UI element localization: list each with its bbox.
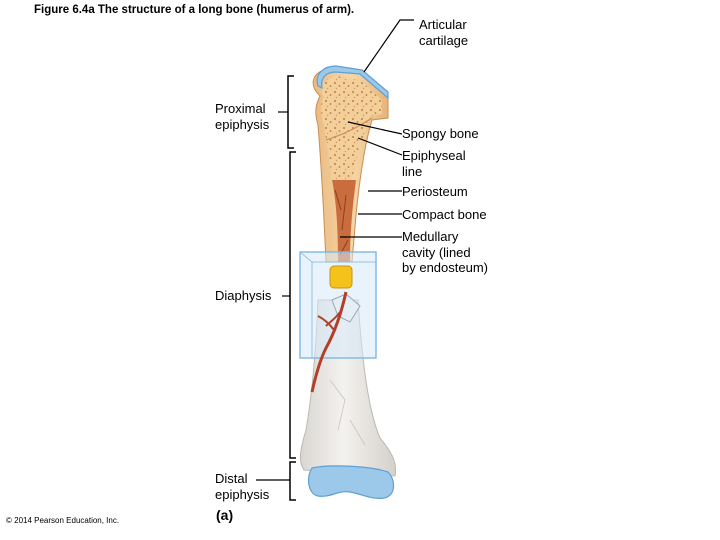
articular-cartilage-cap — [316, 65, 389, 100]
nutrient-artery — [310, 291, 348, 393]
spongy-bone-region — [321, 76, 382, 180]
copyright-notice: © 2014 Pearson Education, Inc. — [6, 516, 120, 525]
label-epiphyseal-line: Epiphyseal line — [402, 148, 466, 179]
label-compact-bone: Compact bone — [402, 207, 487, 222]
distal-epiphysis-bracket — [289, 461, 296, 501]
label-distal-epiphysis: Distal epiphysis — [215, 471, 270, 502]
distal-articular-cartilage — [308, 465, 395, 499]
label-periosteum: Periosteum — [402, 184, 468, 199]
label-medullary-cavity: Medullary cavity (lined by endosteum) — [402, 229, 488, 275]
epiphyseal-line-mark — [325, 117, 373, 141]
label-spongy-bone: Spongy bone — [402, 126, 479, 141]
diaphysis-bracket — [289, 151, 296, 459]
label-proximal-epiphysis: Proximal epiphysis — [215, 101, 270, 132]
figure-title: Figure 6.4a The structure of a long bone… — [34, 4, 355, 16]
spongy-bone-leader — [347, 121, 403, 135]
label-diaphysis: Diaphysis — [215, 288, 272, 303]
label-articular-cartilage: Articular cartilage — [419, 17, 469, 48]
panel-label: (a) — [216, 507, 234, 523]
yellow-marrow — [329, 265, 353, 289]
epiphyseal-line-leader — [357, 137, 403, 156]
articular-cartilage-leader — [363, 19, 414, 73]
proximal-epiphysis-bracket — [287, 75, 294, 149]
